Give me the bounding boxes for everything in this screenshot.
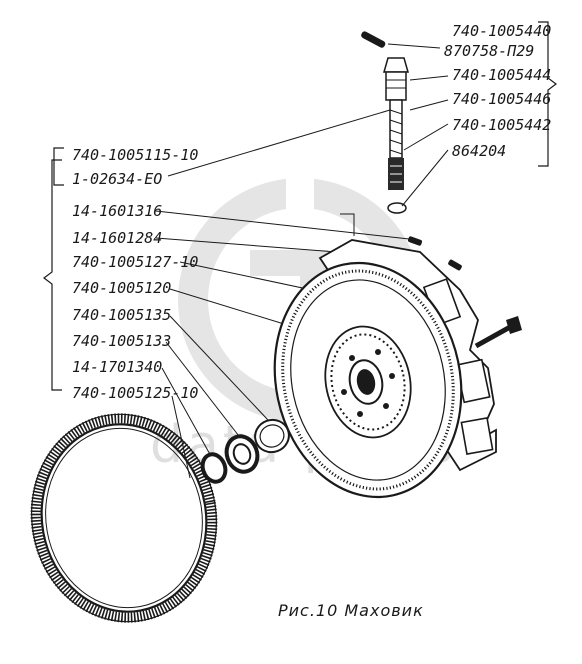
bracket-left-main	[43, 159, 62, 391]
labels-left-top: 740-1005115-10 1-02634-ЕО	[72, 146, 198, 188]
part-label: 740-1005125-10	[72, 384, 198, 402]
part-label: 740-1005120	[72, 279, 171, 297]
part-label: 740-1005440	[452, 22, 551, 40]
part-label: 1-02634-ЕО	[72, 170, 162, 188]
pin-assembly	[361, 31, 409, 214]
leader-lines	[155, 43, 449, 479]
part-label: 740-1005115-10	[72, 146, 198, 164]
guide-line	[340, 213, 355, 236]
part-label: 740-1005135	[72, 306, 171, 324]
part-label: 14-1601316	[72, 202, 162, 220]
figure-caption: Рис.10 Маховик	[278, 601, 424, 620]
bracket-left-top	[53, 147, 64, 186]
part-label: 14-1701340	[72, 358, 162, 376]
bracket-right	[538, 21, 557, 167]
ring-gear	[30, 413, 218, 623]
part-label: 740-1005444	[452, 66, 551, 84]
part-label: 14-1601284	[72, 229, 162, 247]
labels-left-main: 14-1601316 14-1601284 740-1005127-10 740…	[72, 202, 198, 402]
part-label: 870758-П29	[444, 42, 534, 60]
labels-right: 740-1005440 870758-П29 740-1005444 740-1…	[444, 22, 551, 160]
part-label: 740-1005446	[452, 90, 551, 108]
bearing-stack	[200, 418, 290, 484]
part-label: 864204	[452, 142, 506, 160]
flywheel	[273, 236, 522, 499]
part-label: 740-1005127-10	[72, 253, 198, 271]
part-label: 740-1005133	[72, 332, 171, 350]
part-label: 740-1005442	[452, 116, 551, 134]
